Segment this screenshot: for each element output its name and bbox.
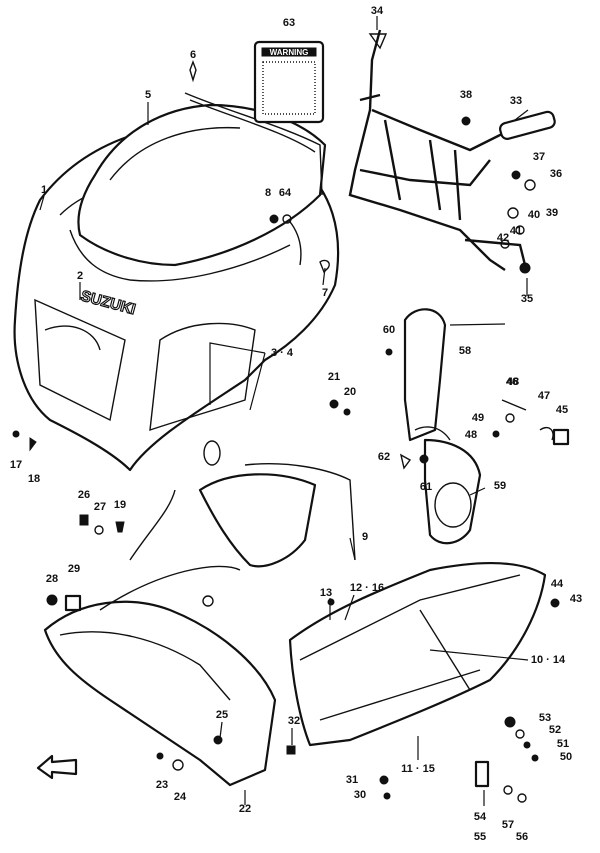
callout-35: 35 xyxy=(521,293,533,305)
callout-28: 28 xyxy=(46,573,58,585)
callout-32: 32 xyxy=(288,715,300,727)
callout-51: 51 xyxy=(557,738,569,750)
callout-31: 31 xyxy=(346,774,358,786)
callout-41: 41 xyxy=(510,225,522,237)
callout-55: 55 xyxy=(474,831,486,843)
callout-7: 7 xyxy=(322,287,328,299)
callout-22: 22 xyxy=(239,803,251,815)
callout-59: 59 xyxy=(494,480,506,492)
callout-18: 18 xyxy=(28,473,40,485)
warning-label: WARNING xyxy=(253,40,325,124)
callout-63: 63 xyxy=(283,17,295,29)
under-cowl-brace xyxy=(99,489,241,611)
callout-3-4: 3 · 4 xyxy=(271,347,294,359)
callout-38: 38 xyxy=(460,89,472,101)
callout-29: 29 xyxy=(68,563,80,575)
inner-panel xyxy=(198,462,356,568)
callout-5: 5 xyxy=(145,89,151,101)
callout-13: 13 xyxy=(320,587,332,599)
callout-1: 1 xyxy=(41,184,47,196)
callout-30: 30 xyxy=(354,789,366,801)
callout-37: 37 xyxy=(533,151,545,163)
callout-44: 44 xyxy=(551,578,564,590)
callout-53: 53 xyxy=(539,712,551,724)
callout-57: 57 xyxy=(502,819,514,831)
callout-64: 64 xyxy=(279,187,292,199)
callout-9: 9 xyxy=(362,531,368,543)
callout-17: 17 xyxy=(10,459,22,471)
windscreen xyxy=(77,92,327,267)
callout-47: 47 xyxy=(538,390,550,402)
fairing-brace xyxy=(348,29,556,271)
callout-25: 25 xyxy=(216,709,228,721)
callout-24: 24 xyxy=(174,791,187,803)
callout-19: 19 xyxy=(114,499,126,511)
fasteners xyxy=(12,33,570,803)
callout-39: 39 xyxy=(546,207,558,219)
callout-12-16: 12 · 16 xyxy=(350,582,384,594)
callout-2: 2 xyxy=(77,270,83,282)
callout-58: 58 xyxy=(459,345,471,357)
callout-62: 62 xyxy=(378,451,390,463)
callout-48b: 48 xyxy=(465,429,477,441)
callout-54: 54 xyxy=(474,811,487,823)
lower-cowling-right xyxy=(288,561,547,747)
callout-6: 6 xyxy=(190,49,196,61)
callout-50: 50 xyxy=(560,751,572,763)
callout-42: 42 xyxy=(497,232,509,244)
warning-label-text: WARNING xyxy=(270,48,309,57)
callout-40: 40 xyxy=(528,209,540,221)
screw-6 xyxy=(189,60,197,83)
callout-10-14: 10 · 14 xyxy=(531,654,566,666)
callout-48a: 48 xyxy=(507,376,519,388)
callout-60: 60 xyxy=(383,324,395,336)
callout-61: 61 xyxy=(420,481,432,493)
callout-23: 23 xyxy=(156,779,168,791)
leader-lines xyxy=(39,16,529,806)
air-duct xyxy=(403,308,482,545)
callout-33: 33 xyxy=(510,95,522,107)
callout-46: 46 xyxy=(506,376,518,388)
callout-20: 20 xyxy=(344,386,356,398)
callout-52: 52 xyxy=(549,724,561,736)
callout-36: 36 xyxy=(550,168,562,180)
callout-45: 45 xyxy=(556,404,568,416)
callout-43: 43 xyxy=(570,593,582,605)
callout-56: 56 xyxy=(516,831,528,843)
callout-49: 49 xyxy=(472,412,484,424)
callout-11-15: 11 · 15 xyxy=(401,763,435,775)
callout-34: 34 xyxy=(371,5,384,17)
callout-26: 26 xyxy=(78,489,90,501)
front-arrow-icon xyxy=(36,754,78,780)
callout-27: 27 xyxy=(94,501,106,513)
callout-8: 8 xyxy=(265,187,271,199)
callout-21: 21 xyxy=(328,371,340,383)
